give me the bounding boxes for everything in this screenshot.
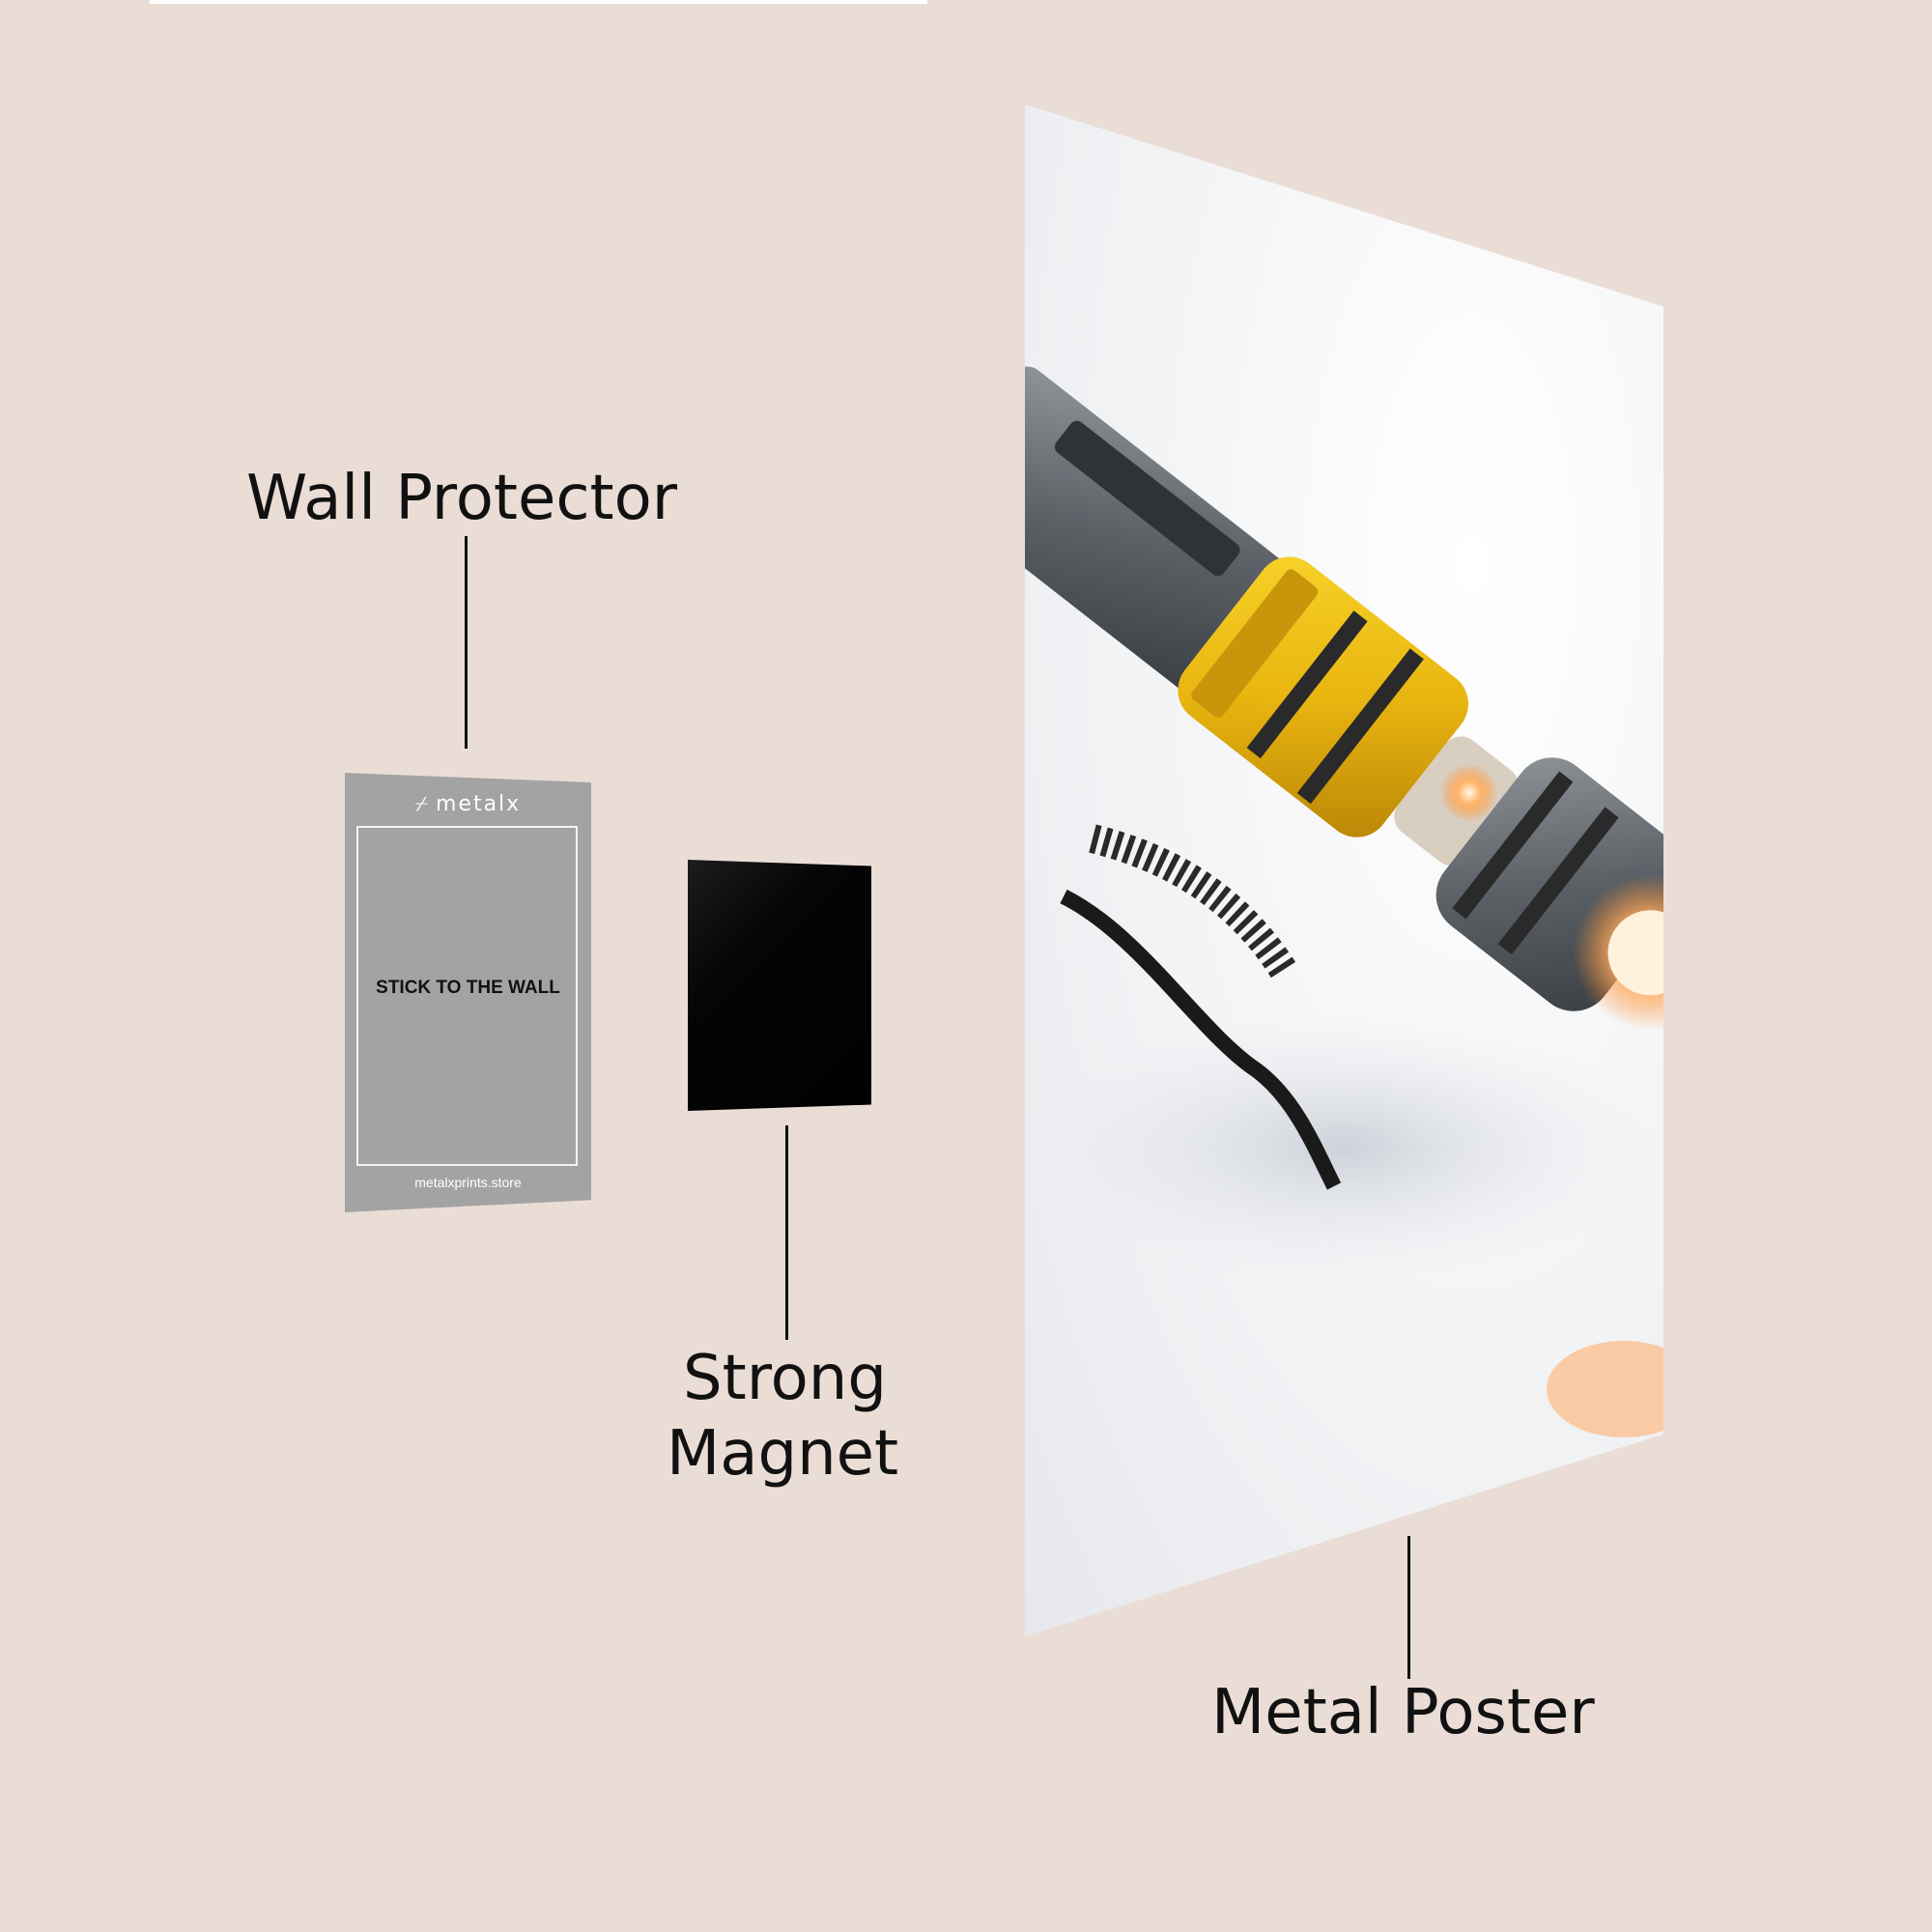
lamp-reflection (1547, 1341, 1663, 1437)
wall-protector-leader-line (465, 536, 468, 749)
strong-magnet-label-line2: Magnet (667, 1418, 899, 1490)
device-body (1025, 366, 1663, 1031)
metal-poster (1025, 104, 1663, 1636)
device-coil (1089, 824, 1298, 982)
metalx-logo-icon: ⌿ (414, 792, 430, 816)
poster-shadow (1025, 1012, 1662, 1283)
protector-website: metalxprints.store (414, 1175, 522, 1190)
protector-frame (356, 826, 578, 1166)
protector-brand: ⌿metalx (345, 792, 591, 816)
top-edge-strip (150, 0, 927, 4)
protector-instruction: STICK TO THE WALL (376, 978, 560, 998)
metal-poster-leader-line (1407, 1536, 1410, 1679)
strong-magnet (688, 860, 871, 1111)
protector-brand-text: metalx (435, 792, 522, 816)
wall-protector: ⌿metalx STICK TO THE WALL metalxprints.s… (345, 773, 591, 1212)
metal-poster-label: Metal Poster (1211, 1677, 1595, 1748)
device-cable (1060, 889, 1342, 1190)
strong-magnet-label-line1: Strong (683, 1343, 887, 1414)
strong-magnet-leader-line (785, 1125, 788, 1340)
poster-artwork (1025, 366, 1663, 1437)
wall-protector-label: Wall Protector (246, 463, 678, 534)
